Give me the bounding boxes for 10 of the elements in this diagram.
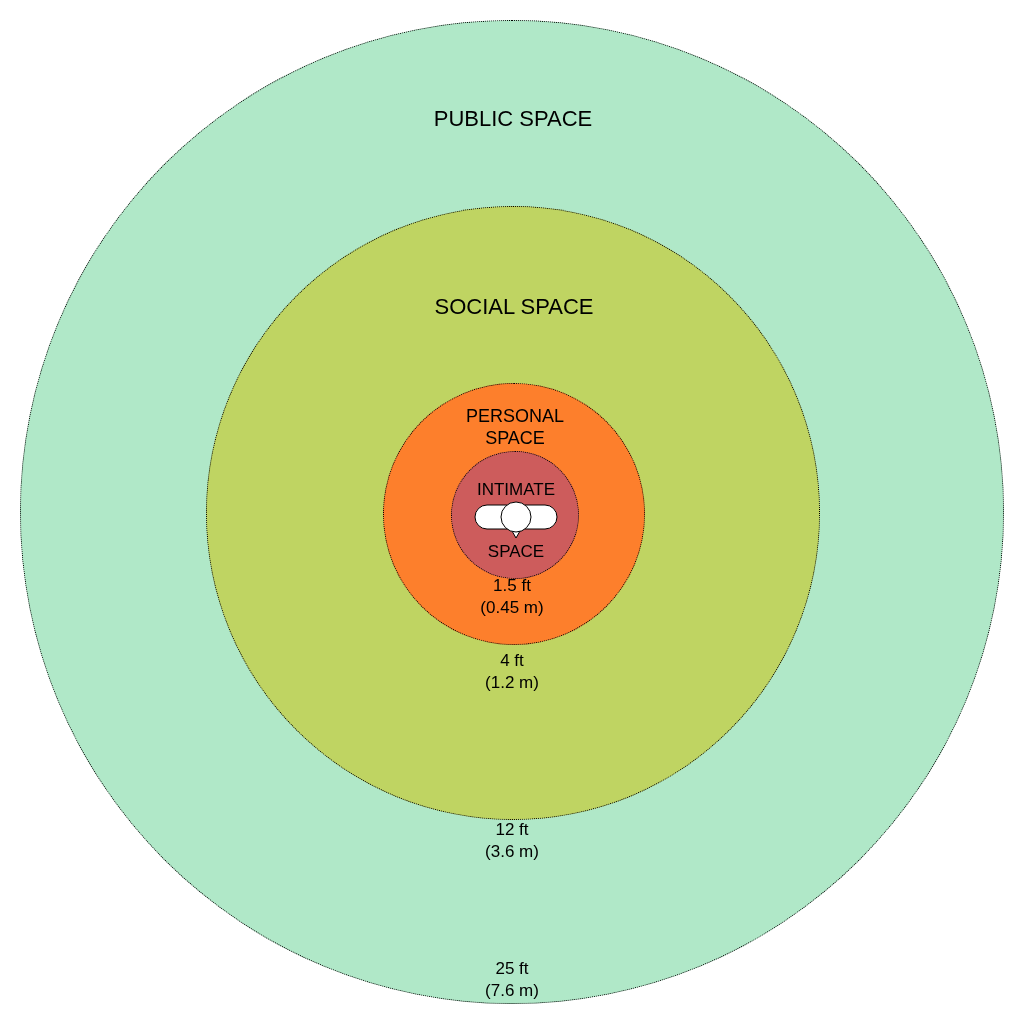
zone-label: PERSONAL SPACE <box>464 405 565 449</box>
distance-label: 1.5 ft (0.45 m) <box>479 575 545 619</box>
zone-label: INTIMATE <box>475 479 557 501</box>
distance-label: 12 ft (3.6 m) <box>484 819 540 863</box>
zone-label: PUBLIC SPACE <box>432 108 594 130</box>
distance-label: 4 ft (1.2 m) <box>484 650 540 694</box>
zone-label: SOCIAL SPACE <box>433 296 595 318</box>
distance-label: 25 ft (7.6 m) <box>484 958 540 1002</box>
person-drawing <box>474 500 558 540</box>
zone-label: SPACE <box>486 541 546 563</box>
